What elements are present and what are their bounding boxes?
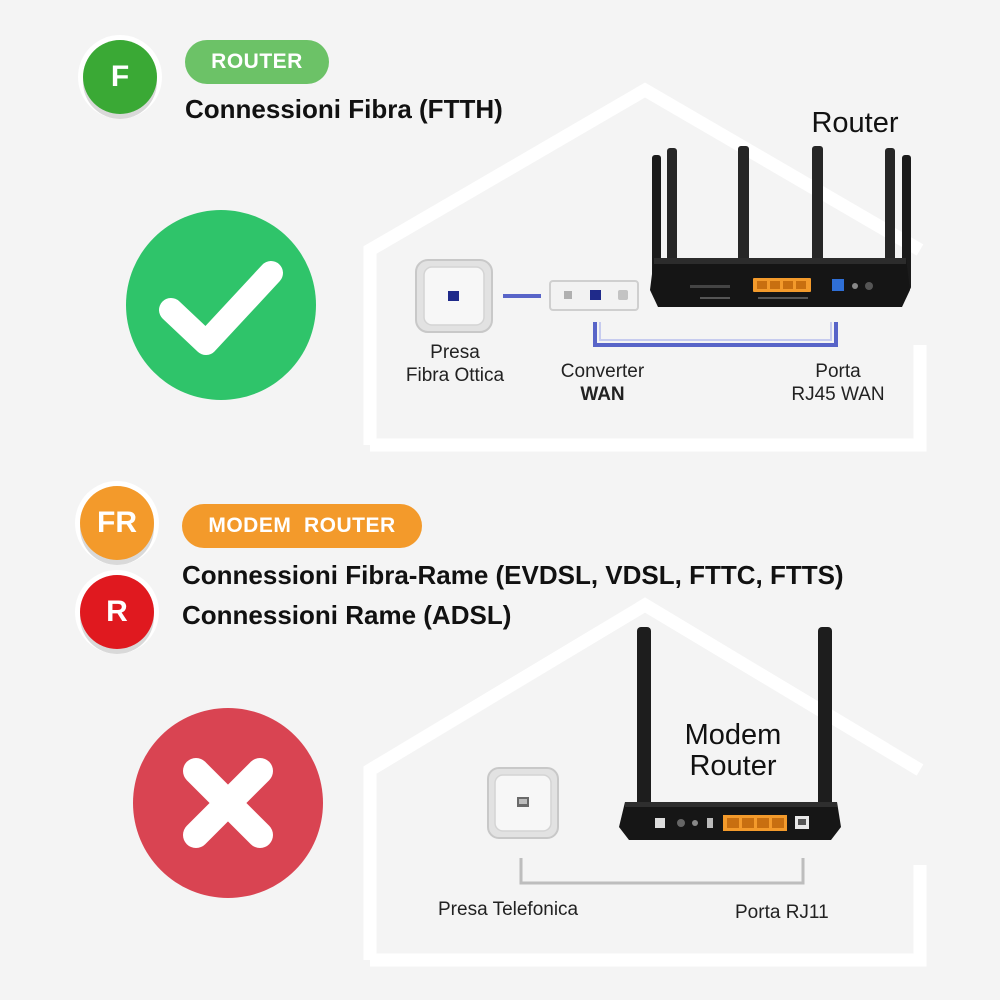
converter-wan — [549, 280, 639, 311]
badge-r: R — [80, 575, 154, 649]
modem-router-name-line1: Modem — [684, 719, 782, 751]
router-name: Router — [811, 107, 899, 139]
label-porta-line2: RJ45 WAN — [791, 384, 885, 405]
title-rame: Connessioni Rame (ADSL) — [182, 600, 512, 630]
label-presa-telefonica: Presa Telefonica — [438, 899, 579, 920]
pill-modem-router: MODEM ROUTER — [182, 504, 422, 548]
label-presa-line2: Fibra Ottica — [405, 365, 505, 386]
modem-router-name-line2: Router — [689, 750, 777, 782]
label-presa-fibra: Presa Fibra Ottica — [395, 341, 515, 387]
label-converter-line2: WAN — [580, 384, 625, 405]
cable-presa-modem — [519, 858, 805, 885]
check-icon — [159, 261, 283, 355]
label-porta-rj45: Porta RJ45 WAN — [778, 360, 898, 406]
router-device — [640, 140, 920, 315]
house-outline-top — [363, 82, 927, 452]
modem-router-device — [615, 622, 845, 847]
phone-socket — [486, 766, 560, 840]
label-converter-wan: Converter WAN — [545, 360, 660, 406]
cable-converter-router — [593, 322, 838, 347]
label-presa-line1: Presa — [430, 342, 480, 363]
badge-f: F — [83, 40, 157, 114]
label-porta-line1: Porta — [815, 361, 861, 382]
house-outline-bottom — [363, 597, 927, 967]
status-cross — [133, 708, 323, 898]
status-check — [126, 210, 316, 400]
badge-fr: FR — [80, 486, 154, 560]
cross-icon — [183, 758, 273, 848]
title-fibra-rame: Connessioni Fibra-Rame (EVDSL, VDSL, FTT… — [182, 560, 844, 590]
modem-router-name: Modem Router — [668, 720, 798, 782]
label-converter-line1: Converter — [560, 361, 645, 382]
title-ftth: Connessioni Fibra (FTTH) — [185, 94, 503, 124]
label-porta-rj11: Porta RJ11 — [735, 902, 829, 923]
pill-router: ROUTER — [185, 40, 329, 84]
fiber-socket — [414, 258, 494, 334]
